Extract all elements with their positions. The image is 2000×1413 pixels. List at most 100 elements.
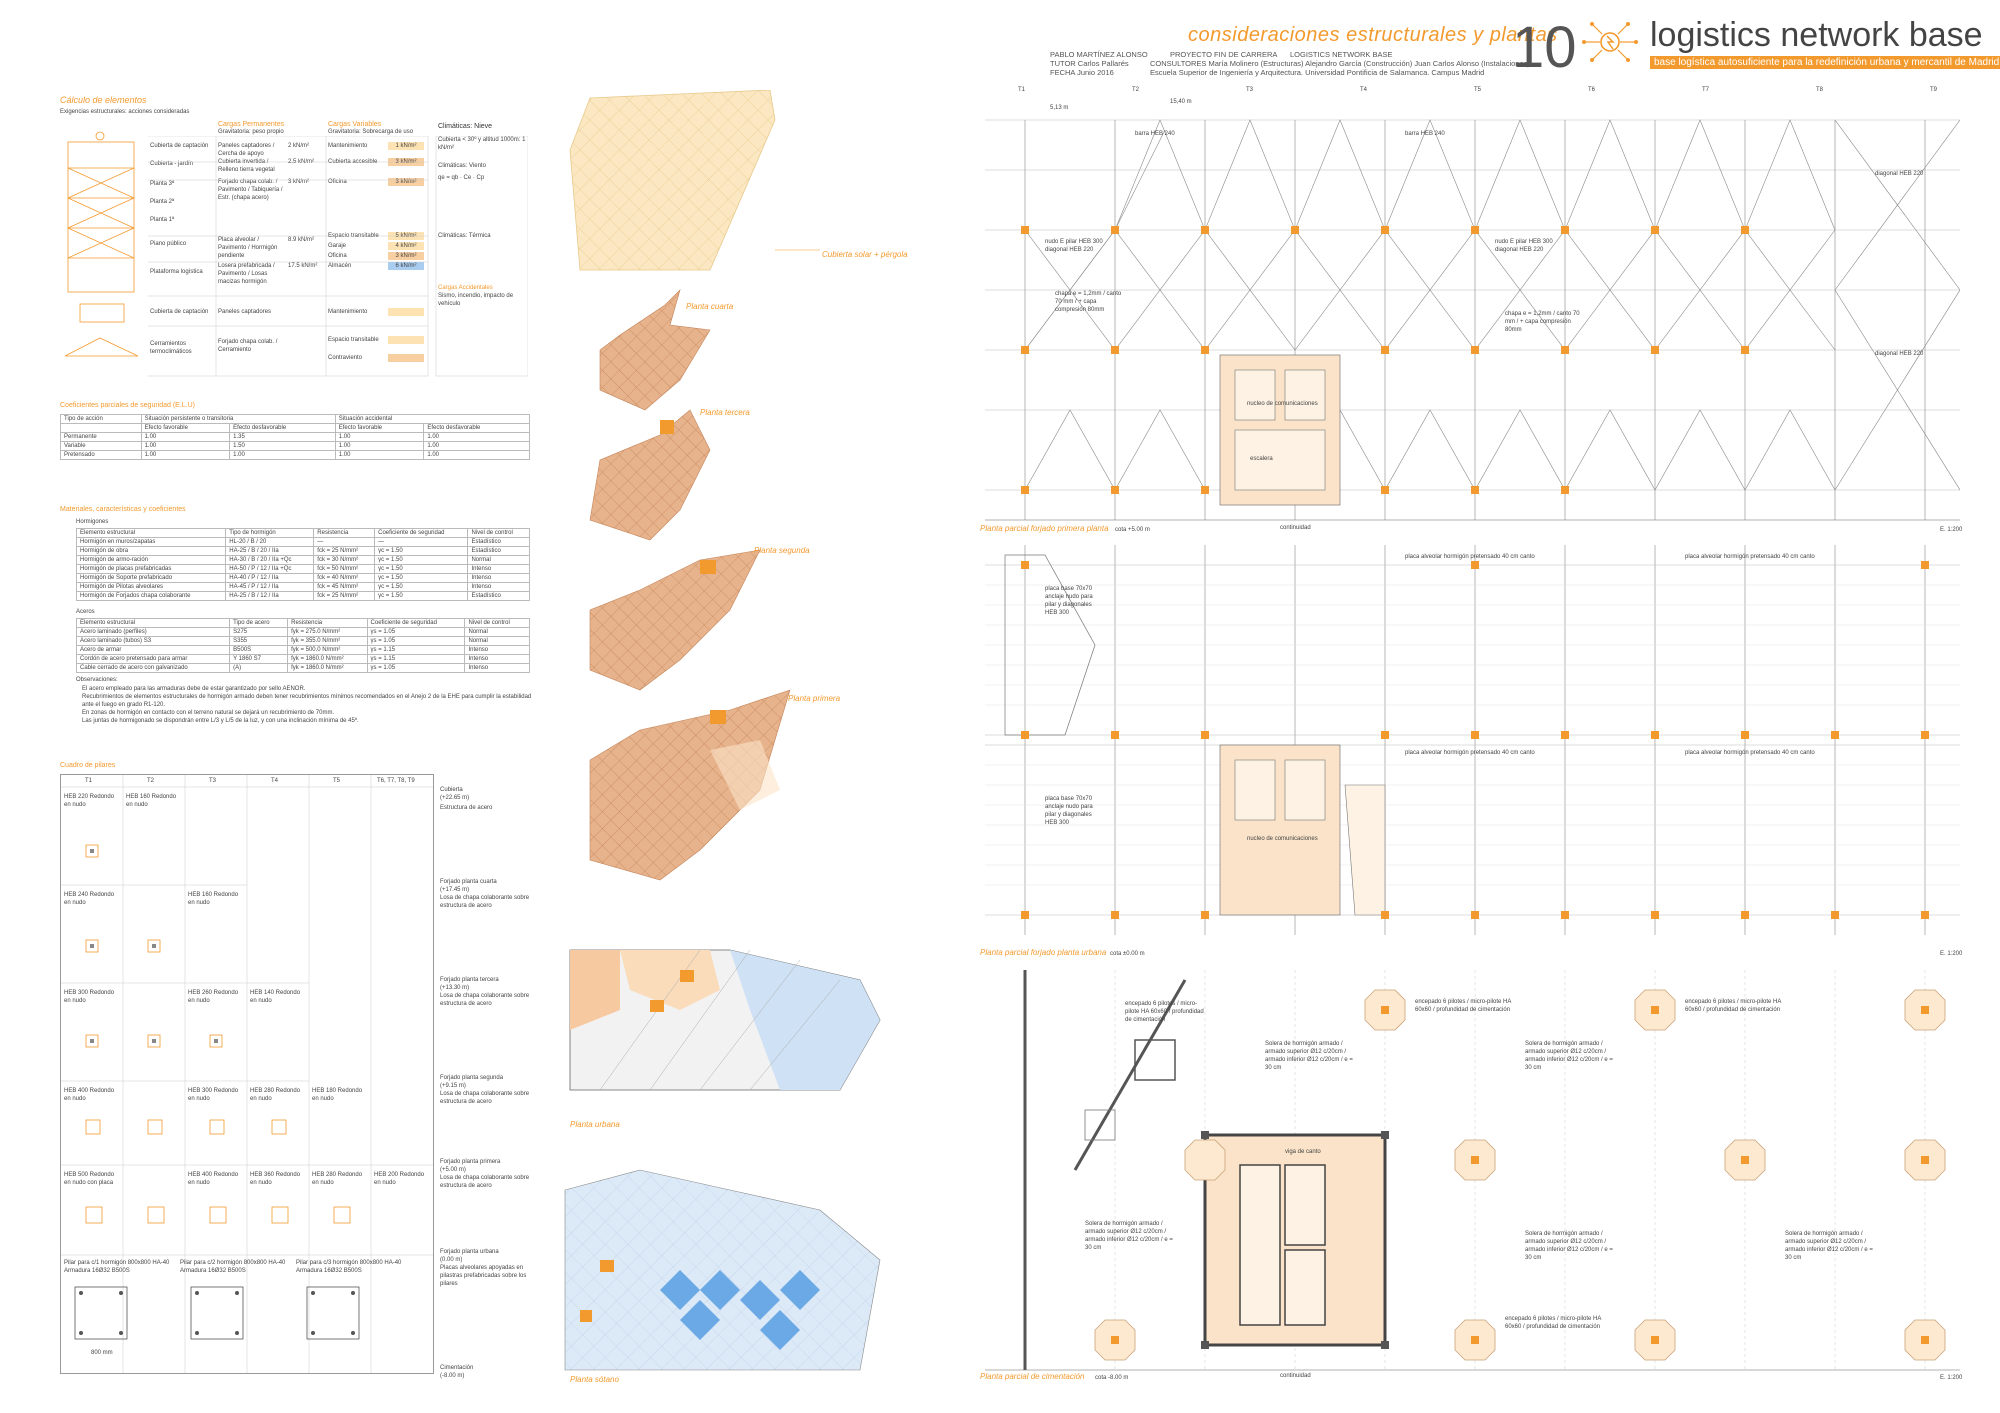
pillar-cell: HEB 140 Redondo en nudo	[250, 990, 301, 1004]
table-cell: γs = 1.15	[366, 654, 466, 664]
school: Escuela Superior de Ingeniería y Arquite…	[1150, 68, 1485, 77]
clim-note: Cargas Accidentales	[438, 285, 493, 291]
perm-val: 8.9 kN/m²	[288, 237, 315, 243]
table-cell: Y 1860 S7	[229, 654, 289, 664]
table-cell: HA-45 / P / 12 / IIa	[225, 582, 315, 592]
level-name: Forjado planta tercera	[440, 977, 499, 983]
level-height: (-8.00 m)	[440, 1373, 465, 1379]
clim-note: Climáticas: Térmica	[438, 233, 491, 239]
plan-label: Cubierta solar + pérgola	[822, 250, 908, 259]
table-cell: Normal	[464, 627, 530, 637]
coef-title: Coeficientes parciales de seguridad (E.L…	[60, 402, 196, 409]
table-cell: Intenso	[464, 654, 530, 664]
table-cell: fck = 25 N/mm²	[313, 546, 376, 556]
lower-var: Mantenimiento	[328, 309, 368, 315]
table-cell: γc = 1.50	[374, 564, 469, 574]
obs-line: En zonas de hormigón en contacto con el …	[82, 710, 335, 716]
plan-label: Planta sótano	[570, 1375, 619, 1384]
var-val: 3 kN/m²	[388, 252, 424, 260]
var-val: 6 kN/m²	[388, 262, 424, 270]
var-item: Almacén	[328, 263, 352, 269]
table-cell: B500S	[229, 645, 289, 655]
col-header: Coeficiente de seguridad	[374, 528, 469, 538]
middle-plans: Cubierta solar + pérgola Planta cuarta P…	[560, 89, 980, 1390]
table-cell: fck = 25 N/mm²	[313, 591, 376, 601]
table-cell: Estadístico	[467, 591, 530, 601]
sheet-title: consideraciones estructurales y plantas	[1188, 24, 1558, 46]
cell: 1.00	[140, 432, 231, 442]
obs-line: Recubrimientos de elementos estructurale…	[82, 694, 532, 708]
table-cell: Hormigón de obra	[75, 546, 227, 556]
plan1-cota: cota +5.00 m	[1115, 527, 1150, 533]
sheet-number: 10	[1512, 15, 1577, 80]
plan-annotation: barra HEB 240	[1135, 131, 1175, 137]
plan-annotation: barra HEB 240	[1405, 131, 1445, 137]
table-cell: S355	[229, 636, 289, 646]
plan2-scale: E. 1:200	[1940, 951, 1963, 957]
table-cell: Hormigón de armo-ración	[75, 555, 227, 565]
slab-note: placa base 70x70 anclaje nudo para pilar…	[1045, 586, 1093, 616]
cell: 1.00	[334, 441, 425, 451]
table-cell: HA-30 / B / 20 / IIa +Qc	[225, 555, 315, 565]
var-val: 1 kN/m²	[388, 142, 424, 150]
col-header: Coeficiente de seguridad	[366, 618, 466, 628]
axis-label: T8	[1816, 87, 1824, 93]
table-cell: Acero de armar	[75, 645, 231, 655]
level-name: Forjado planta segunda	[440, 1075, 504, 1081]
col-header: Nivel de control	[467, 528, 530, 538]
plan3-cota: cota -8.00 m	[1095, 1375, 1129, 1381]
col-var-sub: Gravitatoria: Sobrecarga de uso	[328, 129, 414, 135]
table-row: Pretensado 1.00 1.00 1.00 1.00	[60, 450, 530, 460]
plan-annotation: nudo E pilar HEB 300	[1045, 239, 1103, 245]
core-label: nucleo de comunicaciones	[1247, 401, 1318, 407]
axis-row: T1 T2 T3 T4 T5 T6 T7 T8 T9 15,40 m 5,13 …	[1010, 86, 1960, 111]
cuadro-title: Cuadro de pilares	[60, 762, 116, 769]
mat-title: Materiales, características y coeficient…	[60, 506, 186, 513]
plan-annotation: nudo E pilar HEB 300	[1495, 239, 1553, 245]
col-var-heading: Cargas Variables	[328, 121, 382, 128]
coef-sub: Efecto desfavorable	[229, 423, 336, 433]
level-label: Planta 3ª	[150, 181, 175, 187]
table-cell: fyk = 1860.0 N/mm²	[287, 654, 368, 664]
pillar-cell: HEB 280 Redondo en nudo	[312, 1172, 363, 1186]
found-note: encepado 6 pilotes / micro-pilote HA 60x…	[1685, 999, 1782, 1013]
table-cell: γs = 1.05	[366, 663, 466, 673]
level-label: Cubierta de captación	[150, 143, 209, 149]
found-note: Solera de hormigón armado / armado super…	[1525, 1041, 1613, 1071]
axis-label: T7	[1702, 87, 1710, 93]
table-cell: fyk = 275.0 N/mm²	[287, 627, 368, 637]
slab-note: placa alveolar hormigón pretensado 40 cm…	[1405, 750, 1535, 756]
level-height: (+9.15 m)	[440, 1083, 466, 1089]
table-cell: HA-40 / P / 12 / IIa	[225, 573, 315, 583]
table-cell: Hormigón de Soporte prefabricado	[75, 573, 227, 583]
var-item: Oficina	[328, 253, 347, 259]
table-cell: Intenso	[467, 573, 530, 583]
plan-label: Planta urbana	[570, 1120, 620, 1129]
table-cell: Hormigón de Pilotas alveolares	[75, 582, 227, 592]
col-header: T6, T7, T8, T9	[377, 778, 415, 784]
table-cell: Acero laminado (perfiles)	[75, 627, 231, 637]
lower-row: Cerramientos termoclimáticos	[150, 341, 192, 355]
mat-sub-steel: Aceros	[76, 609, 95, 615]
level-height: (+17.45 m)	[440, 887, 470, 893]
table-cell: γc = 1.50	[374, 591, 469, 601]
calc-title: Cálculo de elementos	[60, 95, 147, 105]
var-item: Garaje	[328, 243, 347, 249]
level-label: Planta 2ª	[150, 199, 175, 205]
level-label: Plataforma logística	[150, 269, 203, 275]
table-cell: Estadístico	[467, 546, 530, 556]
slab-note: placa alveolar hormigón pretensado 40 cm…	[1685, 554, 1815, 560]
slab-note: chapa e = 1,2mm / canto 70 mm / + capa c…	[1055, 291, 1122, 313]
level-label: Planta 1ª	[150, 217, 175, 223]
found-note: encepado 6 pilotes / micro-pilote HA 60x…	[1505, 1316, 1602, 1330]
clim-note: Cubierta < 30º y altitud 1000m: 1 kN/m²	[438, 137, 526, 151]
mat-sub-concrete: Hormigones	[76, 519, 109, 525]
col-header: T5	[333, 778, 341, 784]
table-cell: Acero laminado (tubos) S3	[75, 636, 231, 646]
perm-item: Placa alveolar / Pavimento / Hormigón pe…	[218, 237, 278, 259]
plan-annotation: diagonal HEB 220	[1045, 247, 1094, 253]
col-header: Tipo de hormigón	[225, 528, 315, 538]
